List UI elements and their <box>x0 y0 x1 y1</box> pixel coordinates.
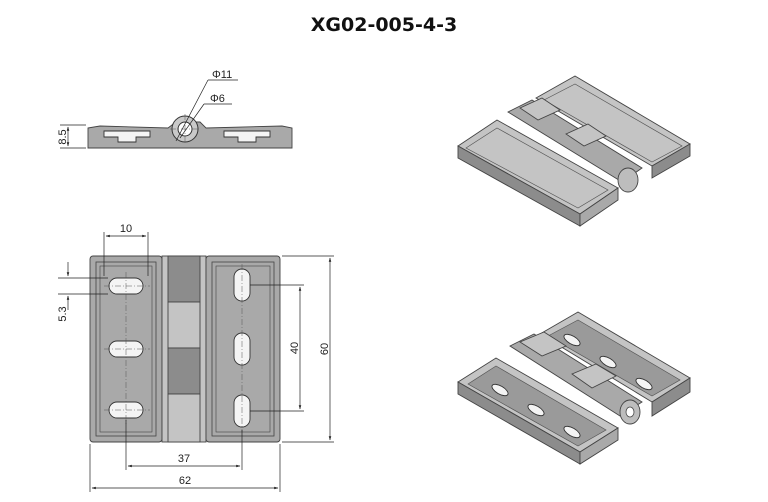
vertical-hole-spacing-label: 40 <box>289 342 301 354</box>
isometric-top-view <box>457 75 691 227</box>
drawing-title: XG02-005-4-3 <box>310 14 458 36</box>
overall-height-label: 60 <box>319 343 331 355</box>
overall-width-label: 62 <box>179 475 191 487</box>
slot-width-label: 10 <box>120 223 132 235</box>
slot-offset-label: 5.3 <box>57 306 69 321</box>
outer-diameter-label: Φ11 <box>212 69 232 81</box>
side-view: Φ11 Φ6 8.5 <box>57 69 293 149</box>
inner-diameter-label: Φ6 <box>210 93 225 105</box>
horizontal-hole-spacing-label: 37 <box>178 453 190 465</box>
isometric-bottom-view <box>457 311 691 465</box>
thickness-label: 8.5 <box>57 129 69 144</box>
front-view: 10 5.3 40 60 37 62 <box>57 223 334 492</box>
